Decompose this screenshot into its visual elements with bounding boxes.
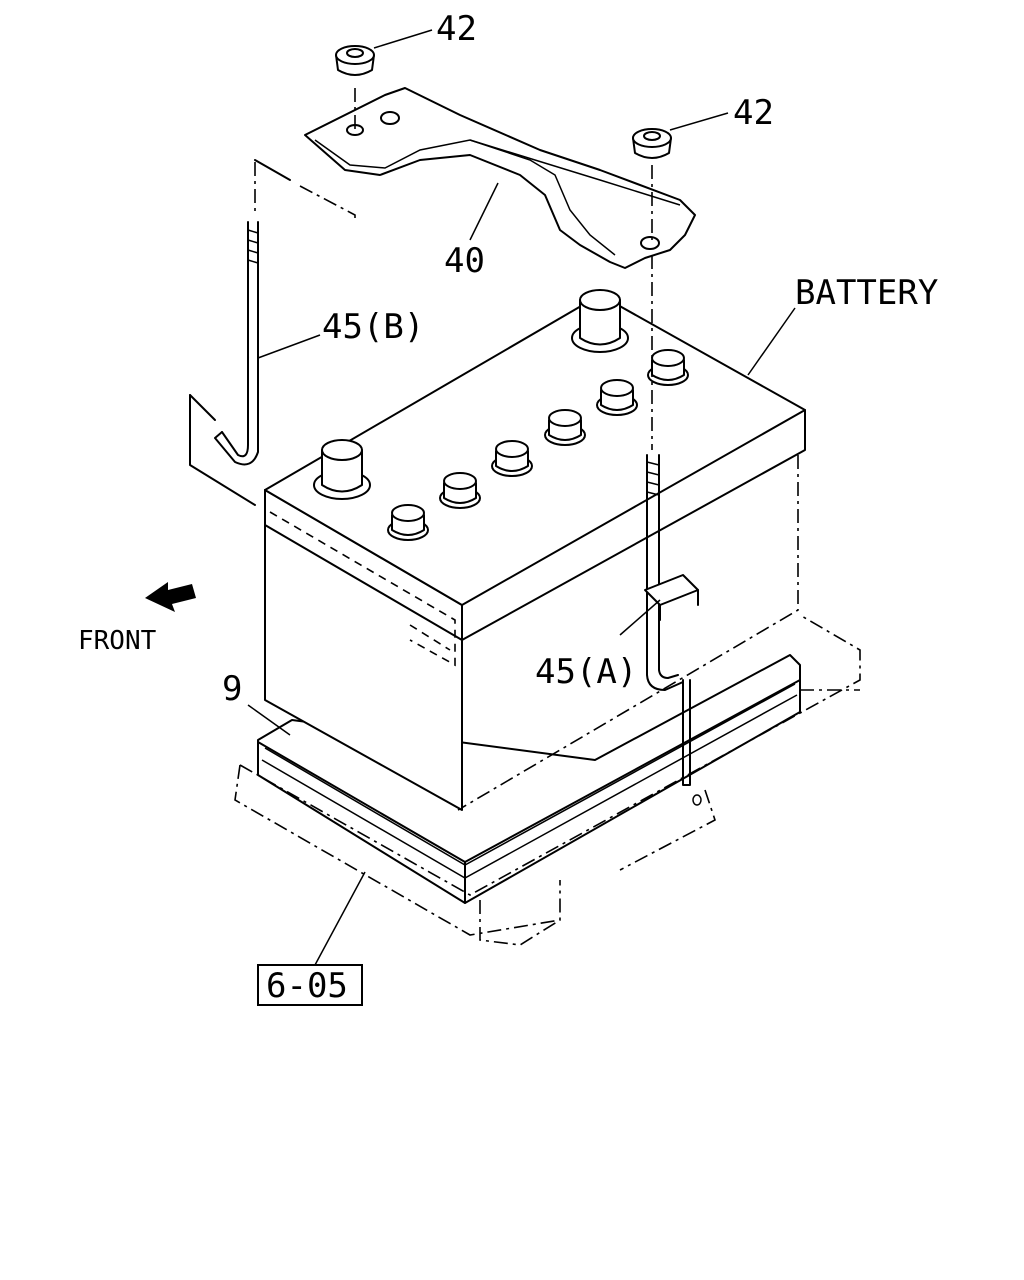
battery [264,289,806,811]
hold-down-bracket [304,87,696,269]
label-reference-6-05[interactable]: 6-05 [266,966,348,1006]
reference-box [257,964,363,1006]
cell-caps [387,349,689,541]
label-nut-42-top: 42 [436,9,477,49]
terminal-positive [571,289,629,353]
label-rod-45b: 45(B) [322,307,424,347]
mounting-base [234,614,861,946]
label-front: FRONT [78,626,157,656]
alignment-lines [189,88,653,506]
label-bracket-40: 40 [444,241,485,281]
nut-right [632,128,672,159]
rod-b [189,221,259,466]
terminal-negative [313,439,371,500]
rod-a [644,454,702,806]
label-rod-45a: 45(A) [535,652,637,692]
label-battery: BATTERY [795,273,938,313]
label-tray-9: 9 [222,669,242,709]
nut-left [335,45,375,76]
leader-lines [247,29,796,966]
front-arrow-icon [145,582,196,612]
battery-tray [257,654,801,904]
label-nut-42-right: 42 [733,93,774,133]
